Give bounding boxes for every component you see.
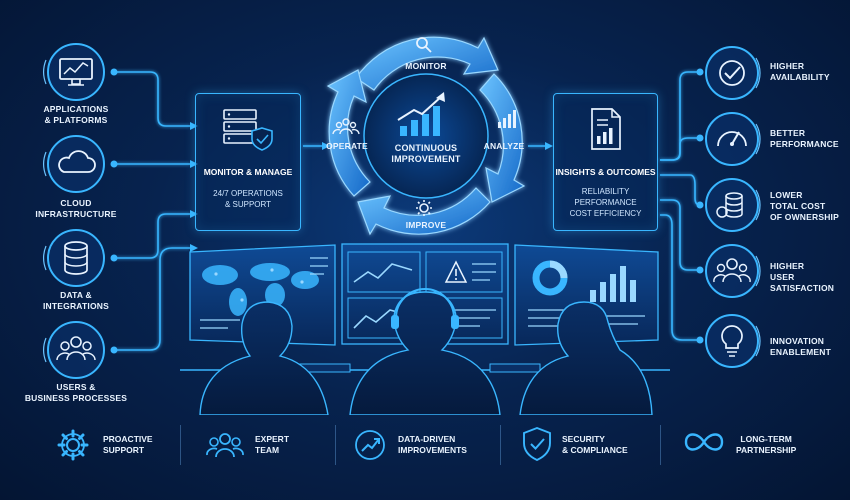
- operator-center: [349, 291, 501, 415]
- outcome-label: HIGHER USER SATISFACTION: [770, 261, 835, 293]
- happy-users-icon: [705, 244, 761, 298]
- shield-check-icon: [523, 426, 551, 462]
- report-chart-icon: [591, 108, 621, 150]
- check-circle-icon: [705, 46, 761, 100]
- gauge-icon: [705, 112, 761, 166]
- feature-partnership: LONG-TERM PARTNERSHIP: [682, 415, 817, 477]
- cloud-icon: [43, 135, 105, 193]
- cycle-stage-improve: IMPROVE: [405, 220, 447, 230]
- outcome-label: INNOVATION ENABLEMENT: [770, 336, 832, 357]
- cycle-stage-operate: OPERATE: [326, 141, 368, 151]
- cycle-arrow-improve: [357, 187, 491, 236]
- operate-users-icon: [332, 118, 360, 135]
- divider: [660, 425, 661, 465]
- lightbulb-icon: [705, 314, 761, 368]
- insights-title: INSIGHTS & OUTCOMES: [555, 167, 656, 177]
- divider: [335, 425, 336, 465]
- database-icon: [43, 229, 105, 287]
- analyze-bars-icon: [498, 110, 516, 128]
- coins-icon: [705, 178, 761, 232]
- feature-label: DATA-DRIVEN IMPROVEMENTS: [398, 434, 467, 455]
- left-input-label: APPLICATIONS & PLATFORMS: [43, 104, 109, 125]
- outcome-label: BETTER PERFORMANCE: [770, 128, 839, 149]
- cycle-stage-analyze: ANALYZE: [483, 141, 525, 151]
- world-map-icon: [202, 263, 319, 316]
- insights-subtitle: RELIABILITY PERFORMANCE COST EFFICIENCY: [569, 187, 642, 218]
- left-input-label: DATA & INTEGRATIONS: [43, 290, 109, 311]
- gear-icon: [57, 429, 89, 461]
- cycle-arrow-monitor: [355, 36, 499, 91]
- feature-label: SECURITY & COMPLIANCE: [562, 434, 628, 455]
- monitor-manage-subtitle: 24/7 OPERATIONS & SUPPORT: [213, 189, 283, 209]
- outcome-label: LOWER TOTAL COST OF OWNERSHIP: [770, 190, 839, 222]
- growth-chart-icon: [397, 92, 445, 136]
- improve-gear-icon: [416, 200, 432, 216]
- team-icon: [206, 433, 244, 458]
- outcome-label: HIGHER AVAILABILITY: [770, 61, 830, 82]
- bottom-feature-bar: PROACTIVE SUPPORT EXPERT TEAM DATA-DRIVE…: [30, 415, 820, 477]
- cycle-arrow-operate: [326, 69, 371, 197]
- monitor-manage-panel: MONITOR & MANAGE 24/7 OPERATIONS & SUPPO…: [195, 93, 301, 231]
- infinity-icon: [684, 433, 724, 451]
- feature-label: EXPERT TEAM: [255, 434, 290, 455]
- users-icon: [43, 321, 105, 379]
- insights-panel: INSIGHTS & OUTCOMES RELIABILITY PERFORMA…: [553, 93, 658, 231]
- cycle-arrow-analyze: [479, 73, 526, 203]
- divider: [180, 425, 181, 465]
- operator-left: [199, 301, 329, 415]
- continuous-improvement-cycle: [326, 36, 526, 236]
- operator-right: [519, 301, 653, 415]
- feature-expert-team: EXPERT TEAM: [205, 415, 345, 477]
- magnifier-icon: [416, 37, 432, 53]
- headset-icon: [391, 288, 459, 329]
- left-input-label: CLOUD INFRASTRUCTURE: [35, 198, 117, 219]
- feature-data-driven: DATA-DRIVEN IMPROVEMENTS: [352, 415, 512, 477]
- cycle-stage-monitor: MONITOR: [405, 61, 447, 71]
- feature-security: SECURITY & COMPLIANCE: [520, 415, 670, 477]
- monitor-manage-title: MONITOR & MANAGE: [203, 167, 293, 177]
- monitor-chart-icon: [43, 43, 105, 101]
- donut-chart-icon: [532, 260, 568, 296]
- server-shield-icon: [223, 109, 273, 151]
- left-input-label: USERS & BUSINESS PROCESSES: [24, 382, 128, 403]
- divider: [500, 425, 501, 465]
- operations-center-illustration: [180, 243, 670, 415]
- feature-proactive-support: PROACTIVE SUPPORT: [55, 415, 205, 477]
- feature-label: LONG-TERM PARTNERSHIP: [736, 434, 797, 455]
- feature-label: PROACTIVE SUPPORT: [103, 434, 153, 455]
- cycle-center-title: CONTINUOUS IMPROVEMENT: [391, 143, 461, 164]
- trend-circle-icon: [355, 430, 385, 460]
- warning-icon: [444, 260, 468, 283]
